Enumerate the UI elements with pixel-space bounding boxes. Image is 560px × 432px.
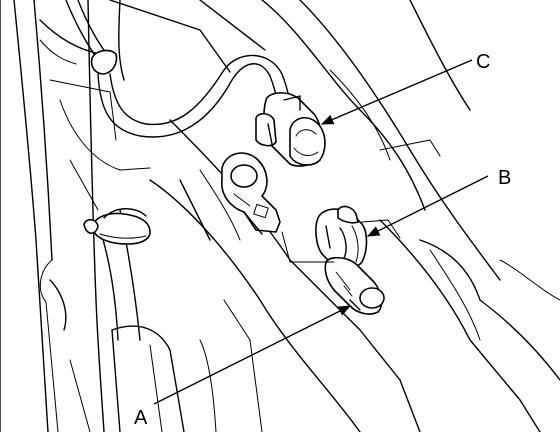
leader-line-a xyxy=(153,305,352,405)
leader-line-b xyxy=(366,175,489,237)
bracket-line xyxy=(361,219,401,239)
leader-line-c xyxy=(320,59,473,125)
callout-label-c: C xyxy=(476,51,490,73)
connector-b xyxy=(315,205,368,270)
wire-harness xyxy=(65,0,291,138)
bracket-line xyxy=(281,231,335,263)
callout-label-a: A xyxy=(134,407,148,429)
connector-a xyxy=(324,256,385,315)
ground-terminal xyxy=(221,152,281,235)
connector-c xyxy=(255,92,326,167)
callout-label-b: B xyxy=(498,167,511,189)
